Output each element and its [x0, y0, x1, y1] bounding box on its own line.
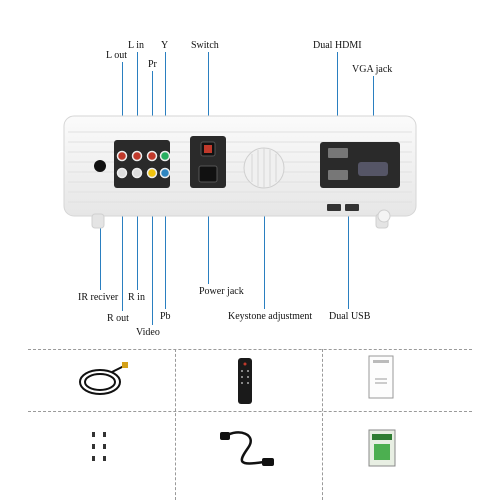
label-vga-jack: VGA jack: [352, 64, 393, 75]
separator-top: [28, 349, 472, 350]
callout-line-video: [152, 178, 153, 325]
label-pr: Pr: [148, 59, 157, 70]
label-keystone-adjustment: Keystone adjustment: [228, 311, 313, 322]
callout-line-y: [165, 52, 166, 150]
label-ir-receiver: IR reciver: [78, 292, 119, 303]
label-l-out: L out: [106, 50, 128, 61]
separator-col-2: [322, 349, 323, 500]
label-dual-hdmi: Dual HDMI: [313, 40, 362, 51]
label-y: Y: [161, 40, 169, 51]
callout-line-l-out: [122, 62, 123, 150]
remote-control-icon: [238, 358, 252, 404]
callout-line-l-in: [137, 52, 138, 150]
separator-middle: [28, 411, 472, 412]
callout-line-power: [208, 190, 209, 284]
label-dual-usb: Dual USB: [329, 311, 371, 322]
callout-line-r-in: [137, 178, 138, 290]
projector-rear-panel: [63, 115, 417, 229]
label-power-jack: Power jack: [199, 286, 244, 297]
callout-line-keystone: [264, 196, 265, 309]
label-l-in: L in: [128, 40, 145, 51]
label-video: Video: [136, 327, 160, 338]
label-r-in: R in: [128, 292, 145, 303]
label-r-out: R out: [107, 313, 129, 324]
ir-receiver-icon: [94, 160, 106, 172]
callout-line-pb: [165, 178, 166, 309]
separator-col-1: [175, 349, 176, 500]
callout-line-pr: [152, 71, 153, 150]
label-switch: Switch: [191, 40, 219, 51]
label-pb: Pb: [160, 311, 171, 322]
callout-line-usb: [348, 216, 349, 309]
callout-line-ir: [100, 172, 101, 290]
callout-line-hdmi-h: [337, 52, 338, 150]
power-cord-icon: [220, 431, 274, 466]
callout-line-r-out: [122, 178, 123, 311]
user-manual-icon: [368, 355, 394, 399]
hdmi-card-icon: [368, 429, 396, 467]
callout-line-switch: [208, 52, 209, 144]
av-cable-icon: [79, 362, 128, 395]
screws-icon: [92, 432, 106, 461]
